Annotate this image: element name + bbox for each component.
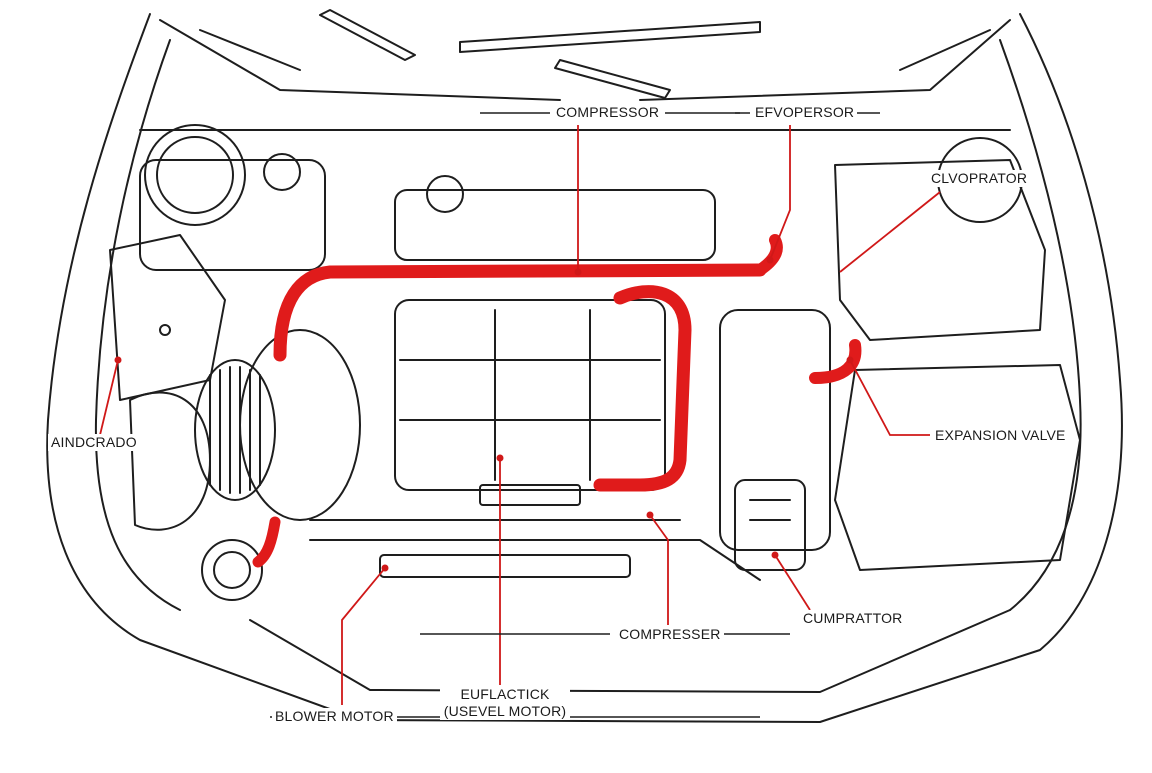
fill-cap-small [263,153,301,191]
engine-cover-top [394,189,716,261]
bottom-tray [379,554,631,578]
fender-right-inner [999,39,1082,611]
leader-expansion-valve [849,359,930,436]
label-evaporator-top: EFVOPERSOR [752,104,858,121]
label-evaporator-right: CLVOPRATOR [928,170,1031,187]
refrigerant-hose-main [273,263,767,362]
leader-dot-evaporator [766,256,774,264]
hood-right [639,19,1011,101]
pipe-flange [201,539,263,601]
leader-dot-expansion [846,356,854,364]
leader-compresser [649,514,669,625]
reservoir-cap [156,136,234,214]
hood-strut-top [459,21,761,53]
connector-block [479,484,581,506]
label-compresser: COMPRESSER [616,626,724,643]
label-cumprattor: CUMPRATTOR [800,610,906,627]
label-blower-motor: BLOWER MOTOR [272,708,397,725]
label-expansion-valve: EXPANSION VALVE [932,427,1069,444]
leader-dot-left [114,356,122,364]
hood-strut-mid [554,59,671,99]
compressor-unit [719,309,831,551]
label-euflactick-line2: (USEVEL MOTOR) [443,703,567,719]
label-compressor-top: COMPRESSOR [553,104,663,121]
fluid-reservoir [139,159,326,271]
leader-evaporator-top [769,125,791,261]
fan-assembly [129,391,211,531]
leader-dot-compressor [574,268,582,276]
leader-dot-blower [381,564,389,572]
blower-housing [239,329,361,521]
refrigerant-hose-left [252,516,281,568]
left-air-box [109,234,226,401]
label-left-component: AINDCRADO [48,434,140,451]
engine-block [394,299,666,491]
leader-blower-motor [341,567,386,705]
label-euflactick-line1: EUFLACTICK [460,686,550,702]
engine-grid [399,309,661,481]
label-euflactick: EUFLACTICK (USEVEL MOTOR) [440,686,570,720]
leader-dot-cumprattor [771,551,779,559]
fender-left-inner [94,39,181,611]
refrigerant-hose-lower-right [809,339,862,384]
hood-strut-left [319,9,416,61]
leader-left-component [99,359,119,436]
oil-cap [426,175,464,213]
blower-fan-ring [194,359,276,501]
battery-box [834,364,1081,571]
front-panel [249,609,1011,693]
leader-dot-compresser [646,511,654,519]
right-air-filter-box [834,159,1046,341]
car-body-outline [46,13,1123,723]
compressor-clutch [734,479,806,571]
refrigerant-hose-loop [593,285,692,492]
compressor-detail [749,499,791,521]
blower-fins [209,366,261,494]
hood-crease [199,29,991,71]
leader-dot-euflactick [496,454,504,462]
hood-left [159,19,561,101]
reservoir-cap-ring [144,124,246,226]
left-air-box-bolt [159,324,171,336]
pipe-flange-inner [213,551,251,589]
leader-evaporator-right [839,191,941,273]
refrigerant-hose-right [754,234,783,276]
leader-cumprattor [774,554,811,611]
lower-frame-rail [309,519,761,581]
